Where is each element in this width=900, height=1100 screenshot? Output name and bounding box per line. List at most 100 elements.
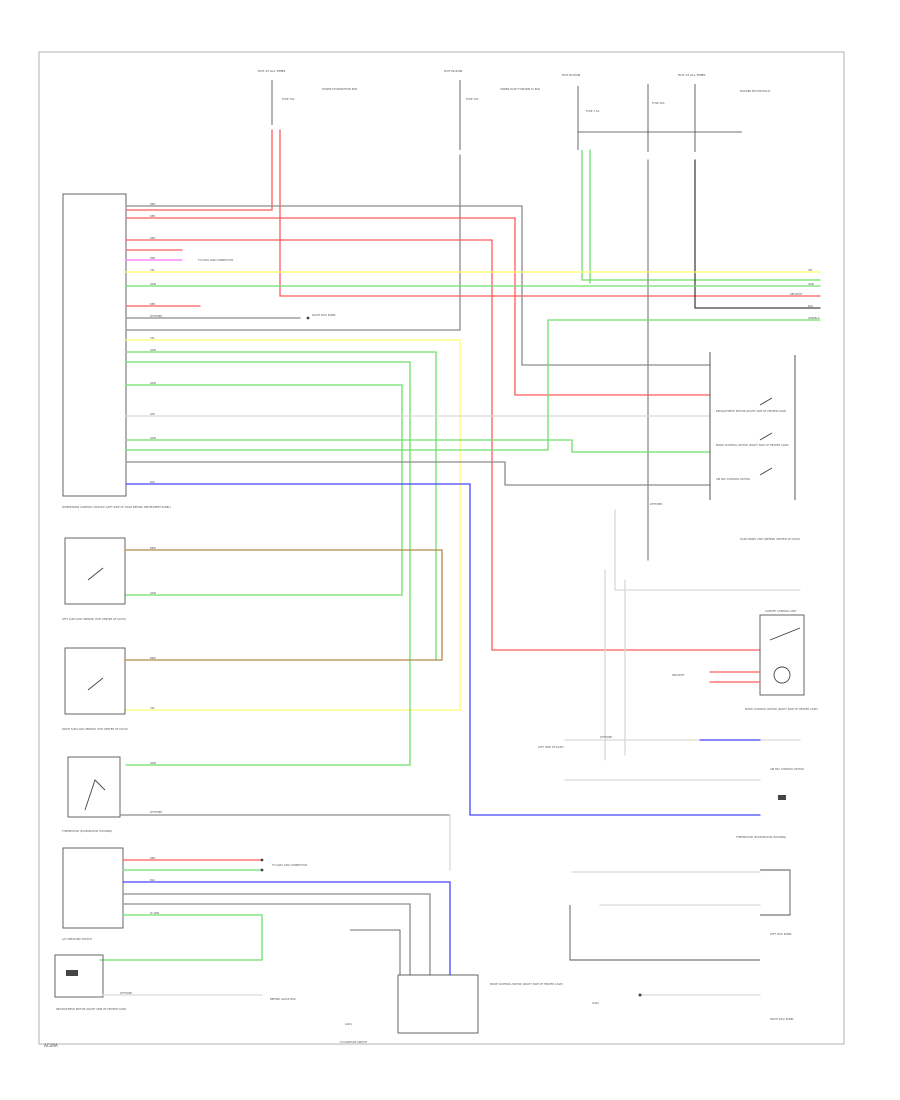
wl-low-red: RED <box>150 856 155 860</box>
splice-dot-1 <box>306 316 310 320</box>
wl-grn-6: GRN <box>150 761 156 765</box>
dash-panel-label: DASH PANEL UNIT (BEHIND CENTER OF DASH) <box>740 537 800 541</box>
wl-right-yel: YEL <box>808 268 813 272</box>
wl-right-redwht: RED/WHT <box>790 292 803 296</box>
wl-blu: BLU <box>150 480 155 484</box>
thermistor-label-right: THERMISTOR (EVAPORATOR HOUSING) <box>736 835 786 839</box>
wl-grn-3: GRN <box>150 381 156 385</box>
recirc-motor-icon <box>66 970 78 976</box>
wire-pcm-green-2 <box>125 351 437 661</box>
splice-dot-2 <box>260 858 264 862</box>
wire-pcm-red-3 <box>125 239 761 651</box>
ccu-box <box>759 614 805 696</box>
thermistor-box <box>67 756 121 818</box>
wire-brown-2 <box>124 549 443 661</box>
thermistor-label: THERMISTOR (EVAPORATOR HOUSING) <box>62 829 112 833</box>
wl-right-blk: BLK <box>808 304 813 308</box>
wire-pcm-gray-3 <box>125 461 711 486</box>
pressure-switch-group: A/C PRESSURE SWITCH <box>62 847 124 941</box>
wl-yel-3: YEL <box>150 706 155 710</box>
mcm-label-right: MODE CONTROL MOTOR (RIGHT SIDE OF HEATER… <box>745 707 818 711</box>
thermistor-symbol <box>84 779 106 811</box>
wl-grn-1: GRN <box>150 282 156 286</box>
right-comp-bracket <box>569 905 760 961</box>
wire-gray-dash-1 <box>614 509 801 591</box>
wl-gry: GRY <box>150 412 156 416</box>
wire-red-feed-1 <box>125 129 273 211</box>
ground-label: G401 <box>345 1022 352 1026</box>
wire-low-blue <box>122 881 451 976</box>
wire-low-gray-2 <box>122 903 411 976</box>
wire-red-feed-1b <box>279 129 821 297</box>
dp-label-airmix: AIR MIX CONTROL MOTOR <box>716 477 750 481</box>
top-label-hot-run-2: HOT IN RUN <box>562 73 580 77</box>
mode-control-motor: MODE CONTROL MOTOR (RIGHT SIDE OF HEATER… <box>397 974 563 1034</box>
air-mix-connector <box>778 795 786 800</box>
wire-pcm-green-3 <box>125 361 411 766</box>
wl-yel-2: YEL <box>150 336 155 340</box>
mcm-label: MODE CONTROL MOTOR (RIGHT SIDE OF HEATER… <box>490 982 563 986</box>
note-data-link: TO DATA LINK CONNECTOR <box>198 258 233 262</box>
wire-low-gray-1 <box>122 893 431 976</box>
top-label-fuse-3: FUSE 7.5A <box>586 109 600 113</box>
recirc-motor-label: RECIRC/FRESH MOTOR (RIGHT SIDE OF HEATER… <box>56 1007 126 1011</box>
wl-grn-5: GRN <box>150 591 156 595</box>
wire-gray-feed-2 <box>125 154 461 331</box>
switch-2 <box>759 432 773 441</box>
dp-label-recirc: RECIRC/FRESH MOTOR (RIGHT SIDE OF HEATER… <box>716 409 786 413</box>
wire-pcm-yellow-2 <box>125 339 461 711</box>
dp-label-mode: MODE CONTROL MOTOR (RIGHT SIDE OF HEATER… <box>716 443 789 447</box>
note-behind-glove: BEHIND GLOVE BOX <box>270 997 296 1001</box>
wl-pnk: PNK <box>150 256 156 260</box>
wl-mid-whtred: WHT/RED <box>600 735 612 739</box>
ground-label-2: G402 <box>592 1001 599 1005</box>
wl-therm-whtred: WHT/RED <box>150 810 162 814</box>
wire-low-green-2 <box>99 914 263 961</box>
top-label-fuse-1: FUSE 15A <box>282 97 295 101</box>
wl-brn-1: BRN <box>150 546 156 550</box>
wire-pcm-blue <box>125 483 761 816</box>
lsls-switch <box>87 567 104 581</box>
wl-grn-4: GRN <box>150 436 156 440</box>
wl-red-3: RED <box>150 236 155 240</box>
recirc-motor-box <box>54 954 104 998</box>
relay-label-1: UNDER-DASH FUSE/RELAY BOX <box>500 87 540 91</box>
splice-dot-3 <box>260 868 264 872</box>
diagram-frame <box>38 51 845 1045</box>
pressure-switch-label: A/C PRESSURE SWITCH <box>62 937 92 941</box>
pcm-label: POWERTRAIN CONTROL MODULE (LEFT SIDE OF … <box>62 505 171 509</box>
footer-text: ACURA <box>44 1043 58 1048</box>
wire-pcm-green-4 <box>125 384 403 596</box>
wl-low-ltgrn: LT GRN <box>150 911 159 915</box>
recirc-motor-group: RECIRC/FRESH MOTOR (RIGHT SIDE OF HEATER… <box>54 954 126 1011</box>
right-kick-label: RIGHT KICK PANEL <box>770 1017 794 1021</box>
rsls-box <box>64 647 126 715</box>
wl-red-2: RED <box>150 214 155 218</box>
dash-panel-switches: RECIRC/FRESH MOTOR (RIGHT SIDE OF HEATER… <box>709 352 796 500</box>
right-comp-box-1 <box>760 869 791 916</box>
climate-control-unit: CLIMATE CONTROL UNIT <box>759 609 805 696</box>
ccu-label: CLIMATE CONTROL UNIT <box>765 609 797 613</box>
wl-bottom-whtred: WHT/RED <box>120 991 132 995</box>
wl-grn-2: GRN <box>150 348 156 352</box>
pressure-switch-box <box>62 847 124 929</box>
wl-dash-whtred: WHT/RED <box>650 502 662 506</box>
top-feed-2: HOT IN RUN FUSE 10A UNDER-DASH FUSE/RELA… <box>444 69 540 150</box>
rsls-switch <box>87 677 104 691</box>
lsls-box <box>64 537 126 605</box>
wl-whtred: WHT/RED <box>150 314 162 318</box>
switch-3 <box>759 467 773 476</box>
ccu-motor-icon <box>773 666 791 684</box>
wire-pcm-green-6 <box>125 319 549 451</box>
top-label-hot-always-1: HOT AT ALL TIMES <box>258 69 286 73</box>
wl-low-blu: BLU <box>150 878 155 882</box>
air-mix-label-right: AIR MIX CONTROL MOTOR <box>770 767 804 771</box>
left-kick-label: LEFT KICK PANEL <box>770 932 792 936</box>
ground-dot-2 <box>638 993 642 997</box>
left-sun-load-sensor: LEFT SUN LOAD SENSOR (TOP CENTER OF DASH… <box>62 537 126 621</box>
wire-dark-feed-4b <box>694 159 821 309</box>
switch-1 <box>759 397 773 406</box>
wire-green-feed-3 <box>581 149 821 281</box>
note-ignition: TO IGNITION SWITCH <box>340 1040 367 1044</box>
